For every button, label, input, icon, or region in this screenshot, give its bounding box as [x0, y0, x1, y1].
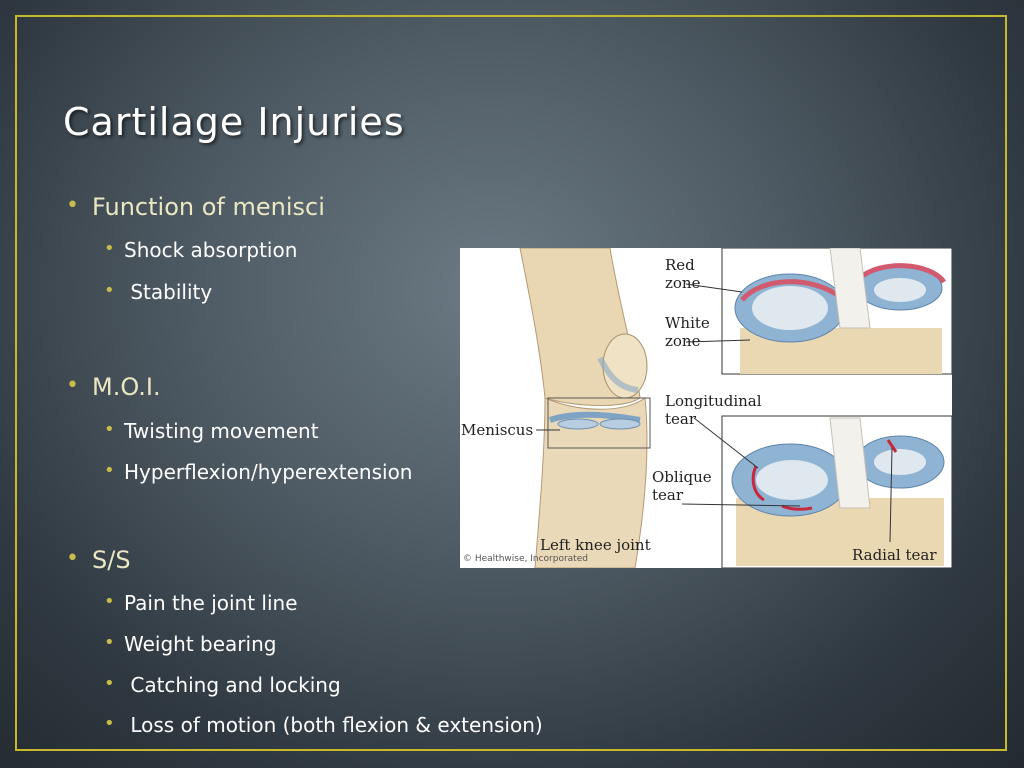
- bullet-text: Stability: [124, 280, 213, 304]
- bullet-text: Function of menisci: [92, 193, 325, 221]
- bullet-dot: •: [104, 419, 115, 440]
- bullet-text: Loss of motion (both flexion & extension…: [124, 713, 543, 737]
- knee-illustration: [519, 248, 952, 568]
- bullet-moi: • M.O.I.: [66, 373, 161, 401]
- bullet-dot: •: [66, 373, 79, 398]
- figure-credit: © Healthwise, Incorporated: [463, 554, 588, 564]
- bullet-text: Twisting movement: [124, 419, 319, 443]
- label-meniscus: Meniscus: [461, 421, 534, 439]
- sub-bullet-stability: • Stability: [104, 280, 213, 304]
- bullet-function-of-menisci: • Function of menisci: [66, 193, 325, 221]
- label-left-knee-joint: Left knee joint: [540, 536, 651, 554]
- bullet-text: Hyperflexion/hyperextension: [124, 460, 413, 484]
- label-longitudinal-tear: Longitudinal tear: [665, 392, 762, 428]
- bullet-dot: •: [104, 673, 115, 694]
- sub-bullet-weight-bearing: • Weight bearing: [104, 632, 277, 656]
- label-oblique-tear: Oblique tear: [652, 468, 712, 504]
- meniscus-zones-drawing: [685, 248, 952, 375]
- sub-bullet-pain-joint-line: • Pain the joint line: [104, 591, 298, 615]
- bullet-dot: •: [104, 632, 115, 653]
- label-white-zone: White zone: [665, 314, 710, 350]
- bullet-dot: •: [104, 713, 115, 734]
- bullet-ss: • S/S: [66, 546, 131, 574]
- sub-bullet-loss-of-motion: • Loss of motion (both flexion & extensi…: [104, 713, 543, 737]
- slide-frame: [15, 15, 1007, 751]
- slide-title: Cartilage Injuries: [63, 100, 405, 144]
- bullet-dot: •: [104, 280, 115, 301]
- bullet-dot: •: [104, 238, 115, 259]
- bullet-dot: •: [104, 460, 115, 481]
- bullet-dot: •: [66, 193, 79, 218]
- sub-bullet-shock-absorption: • Shock absorption: [104, 238, 298, 262]
- knee-joint-drawing: [519, 248, 651, 568]
- bullet-text: Pain the joint line: [124, 591, 298, 615]
- sub-bullet-twisting-movement: • Twisting movement: [104, 419, 319, 443]
- bullet-text: M.O.I.: [92, 373, 161, 401]
- bullet-text: S/S: [92, 546, 131, 574]
- label-radial-tear: Radial tear: [852, 546, 937, 564]
- bullet-text: Catching and locking: [124, 673, 341, 697]
- sub-bullet-hyperflexion: • Hyperflexion/hyperextension: [104, 460, 413, 484]
- bullet-text: Weight bearing: [124, 632, 277, 656]
- label-red-zone: Red zone: [665, 256, 701, 292]
- knee-meniscus-figure: Red zone White zone Longitudinal tear Me…: [460, 248, 952, 568]
- sub-bullet-catching-locking: • Catching and locking: [104, 673, 341, 697]
- meniscus-tears-drawing: [681, 415, 952, 568]
- bullet-text: Shock absorption: [124, 238, 298, 262]
- bullet-dot: •: [104, 591, 115, 612]
- bullet-dot: •: [66, 546, 79, 571]
